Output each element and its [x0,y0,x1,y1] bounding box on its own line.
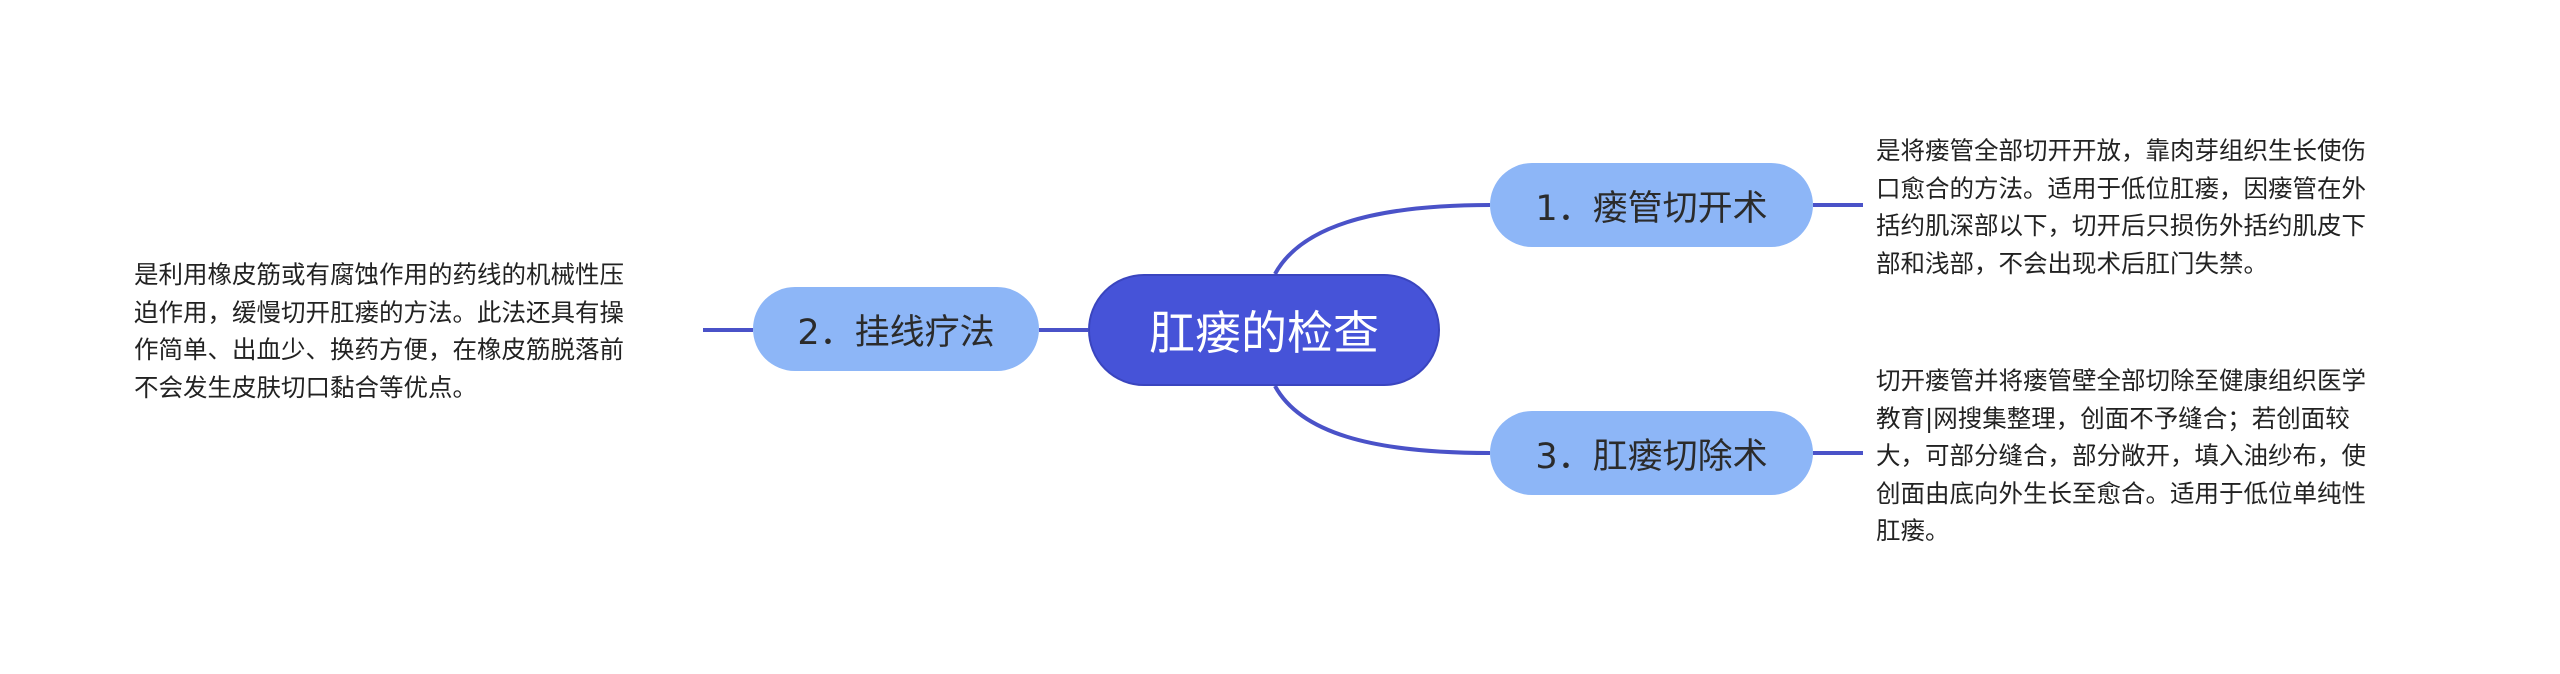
description-line: 口愈合的方法。适用于低位肛瘘，因瘘管在外 [1876,173,2366,203]
description-fistulectomy: 切开瘘管并将瘘管壁全部切除至健康组织医学 教育|网搜集整理，创面不予缝合；若创面… [1876,362,2436,550]
branch-node-seton-therapy[interactable]: 2．挂线疗法 [753,287,1039,371]
branch-node-fistulotomy[interactable]: 1．瘘管切开术 [1490,163,1813,247]
description-line: 创面由底向外生长至愈合。适用于低位单纯性 [1876,478,2366,508]
root-topic-label: 肛瘘的检查 [1149,306,1379,360]
description-line: 大，可部分缝合，部分敞开，填入油纱布，使 [1876,441,2366,470]
branch-label-seton-therapy: 2．挂线疗法 [797,312,995,353]
branch-label-fistulotomy: 1．瘘管切开术 [1535,188,1768,229]
description-line: 是将瘘管全部切开开放，靠肉芽组织生长使伤 [1876,136,2366,165]
description-seton-therapy: 是利用橡皮筋或有腐蚀作用的药线的机械性压 迫作用，缓慢切开肛瘘的方法。此法还具有… [134,256,694,406]
description-fistulotomy: 是将瘘管全部切开开放，靠肉芽组织生长使伤 口愈合的方法。适用于低位肛瘘，因瘘管在… [1876,132,2436,282]
description-line: 是利用橡皮筋或有腐蚀作用的药线的机械性压 [134,260,624,289]
description-line: 括约肌深部以下，切开后只损伤外括约肌皮下 [1876,211,2366,240]
connector-root-branch-3 [1273,385,1491,455]
description-line: 部和浅部，不会出现术后肛门失禁。 [1876,248,2268,278]
description-line: 切开瘘管并将瘘管壁全部切除至健康组织医学 [1876,366,2366,395]
root-topic-node[interactable]: 肛瘘的检查 [1088,274,1440,386]
description-line: 教育|网搜集整理，创面不予缝合；若创面较 [1876,403,2350,433]
branch-label-fistulectomy: 3．肛瘘切除术 [1535,436,1768,477]
description-line: 迫作用，缓慢切开肛瘘的方法。此法还具有操 [134,297,624,327]
connector-root-branch-1 [1273,203,1491,275]
branch-node-fistulectomy[interactable]: 3．肛瘘切除术 [1490,411,1813,495]
description-line: 不会发生皮肤切口黏合等优点。 [134,372,477,402]
description-line: 作简单、出血少、换药方便，在橡皮筋脱落前 [134,335,624,364]
description-line: 肛瘘。 [1876,516,1950,545]
